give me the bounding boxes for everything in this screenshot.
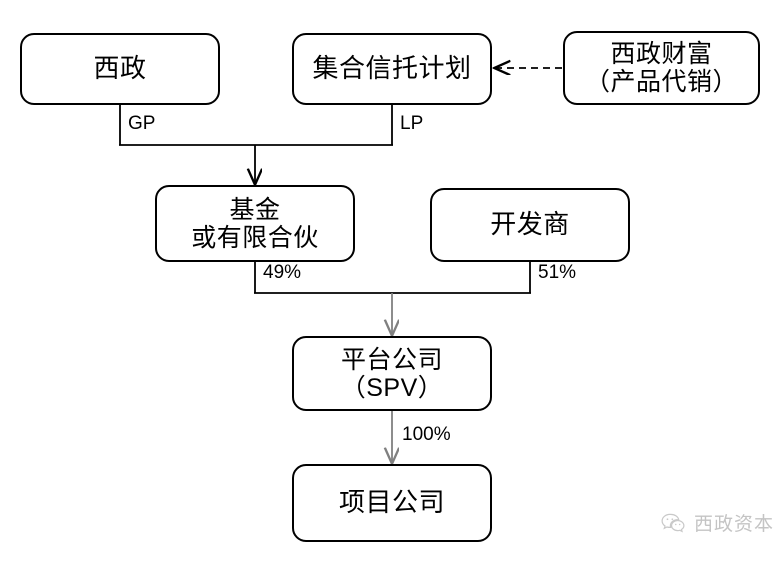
edge-label-developer-share: 51% <box>538 262 577 283</box>
node-trust-plan[interactable]: 集合信托计划 <box>292 33 492 105</box>
edge-label-lp: LP <box>400 113 424 134</box>
node-spv-label-1: 平台公司 <box>340 345 443 374</box>
node-spv[interactable]: 平台公司 （SPV） <box>292 336 492 411</box>
edge-label-spv-share: 100% <box>402 424 451 445</box>
node-trust-plan-label: 集合信托计划 <box>312 53 472 84</box>
edge-label-fund-share: 49% <box>263 262 302 283</box>
node-fund[interactable]: 基金 或有限合伙 <box>155 185 355 262</box>
node-developer[interactable]: 开发商 <box>430 188 630 262</box>
node-spv-label-2: （SPV） <box>340 373 444 402</box>
node-wealth-label-1: 西政财富 <box>610 40 713 68</box>
node-wealth-label-2: （产品代销） <box>584 68 738 96</box>
node-fund-label-2: 或有限合伙 <box>191 223 319 252</box>
edge-label-gp: GP <box>128 113 156 134</box>
node-xizheng[interactable]: 西政 <box>20 33 220 105</box>
watermark: 西政资本 <box>660 509 774 536</box>
watermark-label: 西政资本 <box>694 514 775 535</box>
node-wealth[interactable]: 西政财富 （产品代销） <box>563 31 760 105</box>
node-fund-label-1: 基金 <box>229 195 281 224</box>
node-developer-label: 开发商 <box>490 209 570 240</box>
node-project-label: 项目公司 <box>338 487 445 518</box>
node-project[interactable]: 项目公司 <box>292 464 492 542</box>
node-xizheng-label: 西政 <box>93 53 147 84</box>
wechat-icon <box>660 510 686 536</box>
